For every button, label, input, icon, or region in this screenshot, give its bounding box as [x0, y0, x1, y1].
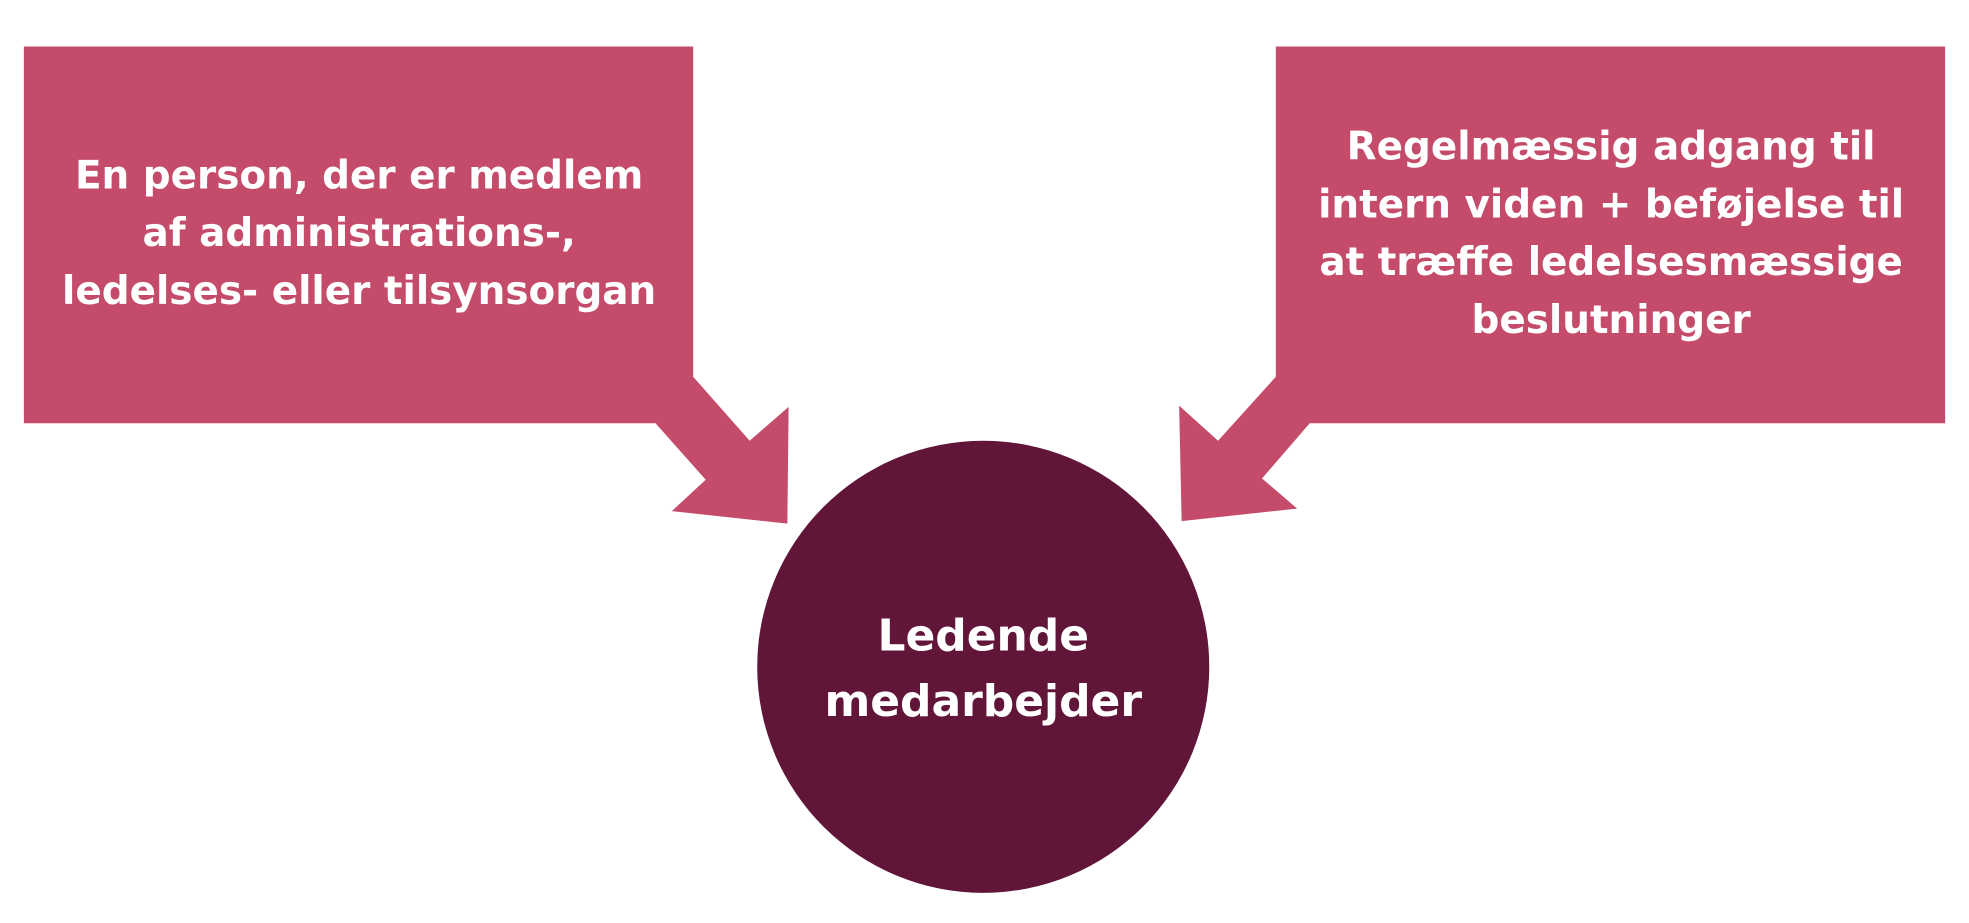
left-box-line-2: af administrations-,	[142, 211, 575, 256]
right-box-line-4: beslutninger	[1472, 298, 1752, 343]
right-box-line-1: Regelmæssig adgang til	[1347, 124, 1876, 169]
center-line-1: Ledende	[877, 610, 1089, 661]
left-box-line-1: En person, der er medlem	[75, 153, 643, 198]
center-line-2: medarbejder	[824, 676, 1142, 727]
left-callout-box	[23, 46, 789, 524]
left-box-line-3: ledelses- eller tilsynsorgan	[62, 269, 656, 314]
right-box-line-3: at træffe ledelsesmæssige	[1319, 240, 1903, 285]
center-circle	[757, 440, 1210, 893]
right-box-line-2: intern viden + beføjelse til	[1318, 182, 1904, 227]
right-callout-box	[1179, 46, 1946, 522]
